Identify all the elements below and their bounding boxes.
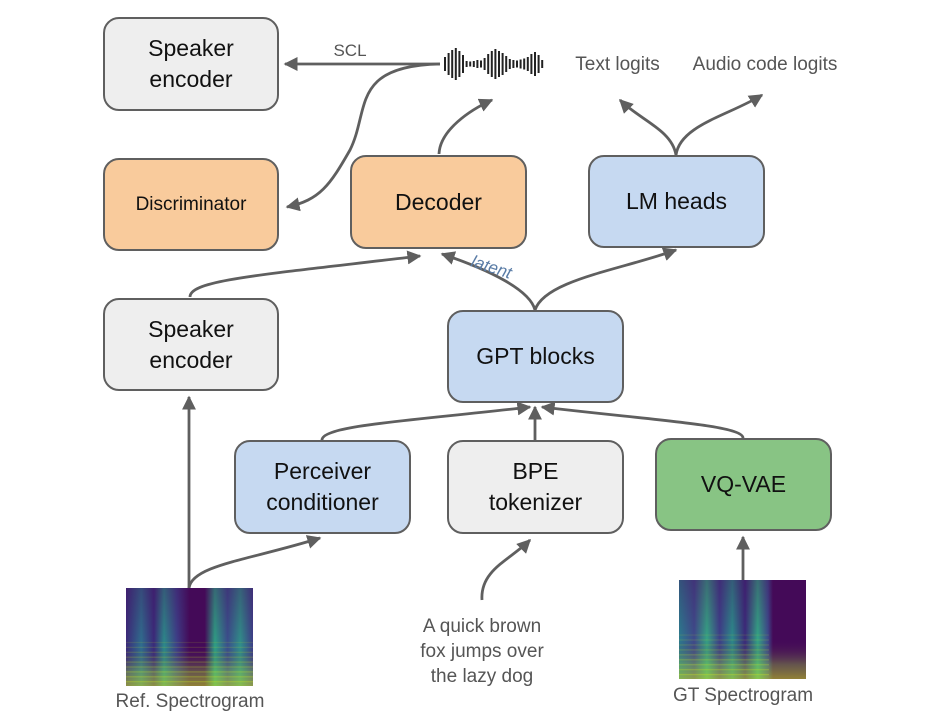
speaker-encoder-top-label: Speaker encoder	[148, 35, 234, 92]
spectrogram-harmonic	[126, 671, 253, 673]
input-text-label: A quick brown fox jumps over the lazy do…	[420, 616, 544, 687]
spectrogram-harmonic	[679, 674, 769, 676]
spectrogram-harmonic	[679, 664, 769, 666]
spectrogram-harmonic	[126, 641, 253, 644]
decoder-label: Decoder	[395, 188, 482, 215]
edge-decoder-to-waveform	[437, 98, 494, 155]
lm-heads-box: LM heads	[588, 155, 765, 248]
gpt-blocks-label: GPT blocks	[476, 343, 595, 369]
spectrogram-harmonic	[679, 639, 769, 641]
spectrogram-harmonic	[679, 644, 769, 646]
audio-code-logits-label: Audio code logits	[692, 54, 838, 75]
spectrogram-harmonic	[126, 651, 253, 653]
ref-spectrogram-image	[126, 588, 253, 686]
spectrogram-harmonic	[679, 649, 769, 651]
speaker-encoder-bottom-box: Speaker encoder	[103, 298, 279, 391]
latent-label: latent	[469, 252, 516, 283]
edge-gpt-to-decoder	[440, 251, 537, 311]
gt-spectrogram-image	[679, 580, 806, 679]
discriminator-box: Discriminator	[103, 158, 279, 251]
lm-heads-label: LM heads	[625, 188, 727, 214]
spectrogram-harmonic	[679, 669, 769, 671]
edge-waveform-to-discriminator	[285, 62, 441, 212]
perceiver-conditioner-label: Perceiver conditioner	[266, 458, 379, 515]
spectrogram-harmonic	[126, 646, 253, 648]
spectrogram-harmonic	[126, 661, 253, 663]
scl-label: SCL	[333, 41, 367, 60]
bpe-tokenizer-box: BPE tokenizer	[447, 440, 624, 534]
edge-lm-heads-to-audio-logits	[674, 93, 764, 156]
edge-gpt-to-lm-heads	[533, 247, 678, 311]
discriminator-label: Discriminator	[135, 194, 247, 215]
speaker-encoder-top-box: Speaker encoder	[103, 17, 279, 111]
edge-ref-spec-to-perceiver	[187, 535, 322, 589]
edge-vqvae-to-gpt	[540, 401, 745, 439]
spectrogram-harmonic	[126, 676, 253, 678]
spectrogram-harmonic	[126, 656, 253, 658]
decoder-box: Decoder	[350, 155, 527, 249]
speaker-encoder-bottom-label: Speaker encoder	[148, 315, 234, 373]
gt-spectrogram-label: GT Spectrogram	[672, 685, 814, 706]
spectrogram-harmonic	[679, 659, 769, 661]
vq-vae-box: VQ-VAE	[655, 438, 832, 531]
vq-vae-label: VQ-VAE	[700, 471, 787, 497]
gpt-blocks-box: GPT blocks	[447, 310, 624, 403]
edge-lm-heads-to-text-logits	[619, 99, 678, 156]
spectrogram-harmonic	[679, 634, 769, 636]
perceiver-conditioner-box: Perceiver conditioner	[234, 440, 411, 534]
audio-waveform-icon	[444, 48, 544, 80]
bpe-tokenizer-label: BPE tokenizer	[488, 458, 583, 515]
edge-speaker-encoder-to-decoder	[188, 250, 422, 298]
edge-perceiver-to-gpt	[320, 401, 532, 441]
spectrogram-harmonic	[679, 654, 769, 656]
spectrogram-harmonic	[126, 666, 253, 668]
text-logits-label: Text logits	[575, 54, 660, 75]
spectrogram-harmonic	[126, 681, 253, 683]
edge-text-to-bpe	[480, 539, 531, 601]
ref-spectrogram-label: Ref. Spectrogram	[115, 691, 265, 712]
